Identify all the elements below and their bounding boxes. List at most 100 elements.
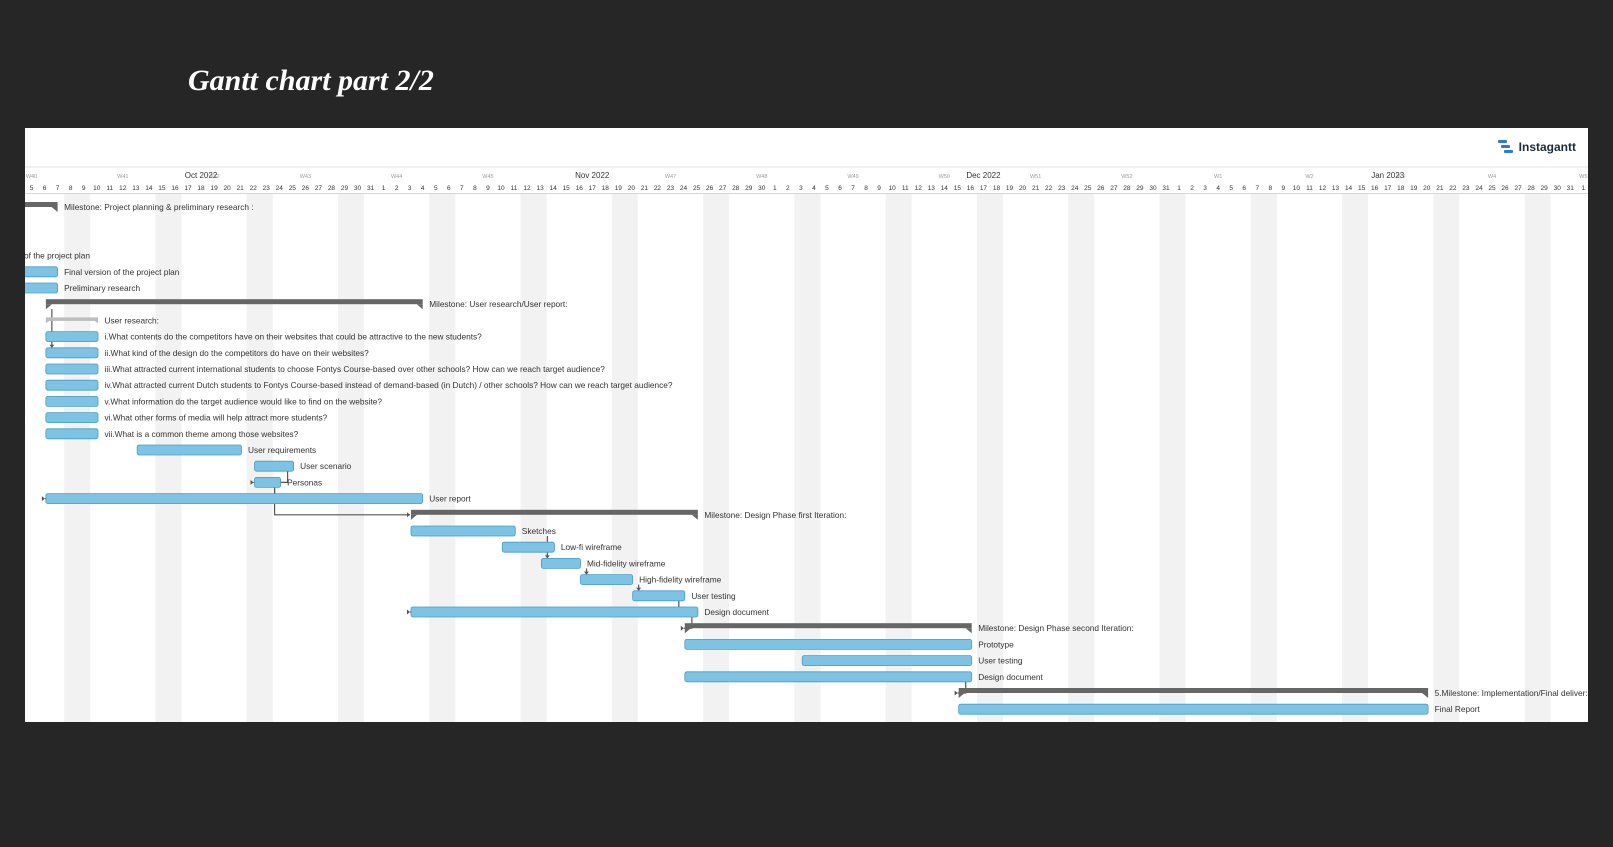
dependency-arrow [406,512,410,518]
weekend-column [246,194,273,722]
instagantt-logo-icon [1497,140,1513,153]
weekend-column [1433,194,1460,722]
day-number: 4 [421,185,425,192]
task-label: Design document [978,672,1043,682]
day-number: 28 [732,185,740,192]
milestone-bracket [1422,693,1429,698]
day-number: 12 [119,185,127,192]
day-number: 15 [563,185,571,192]
weekend-column [976,194,1003,722]
weekend-column [429,194,456,722]
day-number: 2 [1190,185,1194,192]
day-number: 7 [56,185,60,192]
task-label: Preliminary research [64,283,140,293]
day-number: 17 [980,185,988,192]
task-bar [45,493,424,505]
task-label: User testing [691,591,736,601]
task-bar [45,428,99,440]
day-number: 4 [1216,185,1220,192]
day-number: 1 [773,185,777,192]
day-number: 9 [486,185,490,192]
day-number: 15 [1358,185,1366,192]
day-number: 30 [758,185,766,192]
task-label: Sketches [522,526,556,536]
milestone-bar [45,299,423,305]
task-label: Final version of the project plan [64,267,180,277]
weekend-column [611,194,638,722]
milestone-bracket [958,693,965,698]
dependency-arrow [250,479,254,485]
milestone-bracket [416,304,423,310]
day-number: 13 [928,185,936,192]
dependency-arrow [680,625,684,631]
day-number: 19 [210,185,218,192]
month-label: Nov 2022 [575,171,610,180]
milestone-bar [958,688,1429,693]
day-number: 27 [719,185,727,192]
instagantt-brand: Instagantt [1497,140,1576,154]
milestone-bracket [45,304,52,310]
day-number: 20 [1019,185,1027,192]
day-number: 7 [1255,185,1259,192]
week-label: W51 [1030,174,1041,180]
weekend-column [1068,194,1095,722]
day-number: 3 [408,185,412,192]
task-label: vi.What other forms of media will help a… [105,413,328,423]
task-label: iii.What attracted current international… [105,364,606,374]
day-number: 23 [1058,185,1066,192]
day-number: 6 [1242,185,1246,192]
day-number: 2 [395,185,399,192]
task-bar [632,590,686,602]
milestone-bar [410,509,698,515]
day-number: 22 [654,185,662,192]
task-bar [254,476,281,488]
day-number: 17 [1384,185,1392,192]
day-number: 10 [93,185,101,192]
day-number: 9 [82,185,86,192]
task-bar [540,557,581,569]
month-label: Oct 2022 [185,171,218,180]
milestone-bar [684,623,972,629]
day-number: 14 [941,185,949,192]
milestone-bar [25,202,58,207]
day-number: 19 [615,185,623,192]
task-bar [684,638,973,650]
day-number: 1 [1581,185,1585,192]
day-number: 26 [1501,185,1509,192]
task-label: Personas [287,477,322,487]
day-number: 24 [1071,185,1079,192]
weekend-column [155,194,182,722]
day-number: 21 [641,185,649,192]
day-number: 13 [132,185,140,192]
day-number: 27 [315,185,323,192]
day-number: 15 [954,185,962,192]
day-number: 14 [550,185,558,192]
task-bar [684,671,973,683]
week-label: W40 [26,174,37,180]
slide-title: Gantt chart part 2/2 [188,64,434,97]
day-number: 3 [799,185,803,192]
day-number: 23 [667,185,675,192]
day-number: 17 [184,185,192,192]
day-number: 28 [1528,185,1536,192]
weekend-column [1342,194,1369,722]
day-number: 12 [523,185,531,192]
day-number: 26 [706,185,714,192]
day-number: 18 [602,185,610,192]
day-number: 12 [1319,185,1327,192]
day-number: 15 [158,185,166,192]
task-label: Milestone: Design Phase second Iteration… [978,623,1133,633]
day-number: 3 [1203,185,1207,192]
milestone-bracket [410,514,417,520]
day-number: 16 [171,185,179,192]
task-label: iv.What attracted current Dutch students… [105,380,673,390]
week-label: W43 [300,174,311,180]
week-label: W44 [391,174,402,180]
task-bar [25,266,58,278]
task-label: v.What information do the target audienc… [105,396,383,406]
day-number: 12 [915,185,923,192]
week-label: W48 [756,174,767,180]
week-label: W1 [1214,174,1222,180]
